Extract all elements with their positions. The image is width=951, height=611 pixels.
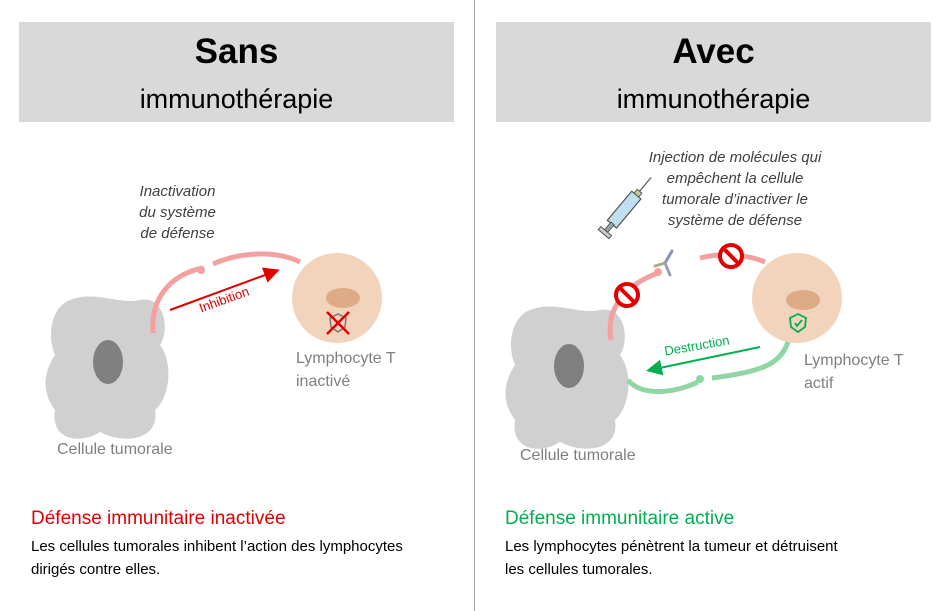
annotation-line: Inactivation bbox=[139, 183, 216, 200]
inhibition-arrow bbox=[169, 267, 280, 311]
divider bbox=[474, 0, 475, 611]
label-line: actif bbox=[804, 375, 834, 392]
left-lymphocyte-nucleus bbox=[326, 288, 360, 308]
left-annotation: Inactivation du système de défense bbox=[110, 181, 245, 244]
right-header: Avec immunothérapie bbox=[496, 22, 931, 122]
label-line: inactivé bbox=[296, 373, 351, 390]
right-title: Avec bbox=[672, 32, 755, 71]
right-heading: Défense immunitaire active bbox=[505, 508, 735, 529]
left-lymphocyte-label: Lymphocyte T inactivé bbox=[296, 347, 396, 393]
right-destruction-pathway bbox=[626, 341, 791, 394]
left-inhibition-pathway bbox=[150, 251, 302, 334]
syringe-icon bbox=[597, 177, 652, 240]
left-subtitle: immunothérapie bbox=[139, 84, 334, 114]
annotation-line: tumorale d’inactiver le bbox=[662, 191, 808, 208]
right-tumor-nucleus bbox=[554, 344, 584, 388]
left-description: Les cellules tumorales inhibent l’action… bbox=[31, 535, 403, 581]
right-annotation: Injection de molécules qui empêchent la … bbox=[640, 147, 830, 231]
description-line: dirigés contre elles. bbox=[31, 561, 161, 578]
inactive-shield-icon bbox=[326, 311, 350, 335]
right-lymphocyte-label: Lymphocyte T actif bbox=[804, 349, 904, 395]
annotation-line: empêchent la cellule bbox=[666, 170, 804, 187]
no-entry-icon bbox=[718, 243, 744, 269]
left-tumor-nucleus bbox=[93, 340, 123, 384]
destruction-arrow bbox=[646, 346, 761, 376]
right-subtitle: immunothérapie bbox=[616, 84, 811, 114]
annotation-line: Injection de molécules qui bbox=[648, 149, 822, 166]
label-line: Lymphocyte T bbox=[296, 350, 396, 367]
active-shield-icon bbox=[789, 312, 807, 334]
description-line: Les lymphocytes pénètrent la tumeur et d… bbox=[505, 538, 838, 555]
description-line: Les cellules tumorales inhibent l’action… bbox=[31, 538, 403, 555]
description-line: les cellules tumorales. bbox=[505, 561, 653, 578]
annotation-line: du système bbox=[139, 204, 216, 221]
antibody-icon bbox=[653, 249, 674, 277]
left-header: Sans immunothérapie bbox=[19, 22, 454, 122]
left-heading: Défense immunitaire inactivée bbox=[31, 508, 286, 529]
right-lymphocyte-nucleus bbox=[786, 290, 820, 310]
no-entry-icon bbox=[614, 282, 640, 308]
label-line: Lymphocyte T bbox=[804, 352, 904, 369]
annotation-line: de défense bbox=[140, 225, 215, 242]
left-title: Sans bbox=[194, 32, 279, 71]
annotation-line: système de défense bbox=[667, 212, 803, 229]
right-tumor-label: Cellule tumorale bbox=[520, 447, 636, 464]
right-description: Les lymphocytes pénètrent la tumeur et d… bbox=[505, 535, 838, 581]
left-tumor-label: Cellule tumorale bbox=[57, 441, 173, 458]
